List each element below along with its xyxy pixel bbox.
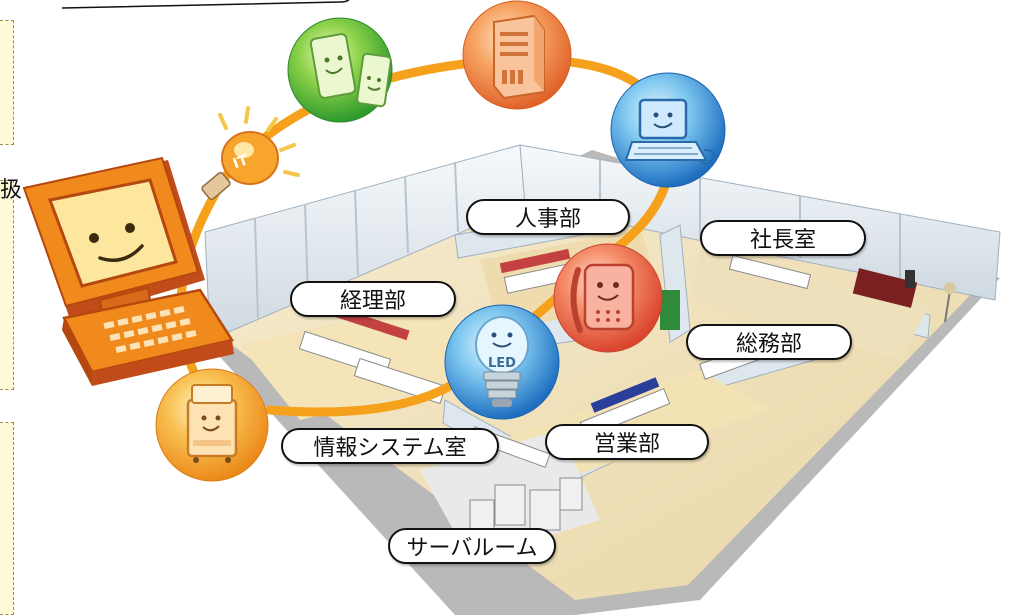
speech-bubble-edge (61, 0, 350, 9)
label-somu: 総務部 (686, 324, 852, 360)
office-floor (200, 144, 1001, 615)
svg-text:LED: LED (488, 356, 516, 371)
smiling-computer-icon (22, 156, 235, 386)
led-bulb-icon: LED (444, 304, 560, 420)
keyboard-keys (103, 306, 197, 353)
server-tower-icon (462, 0, 572, 110)
side-panel-partial-text: 扱 (0, 178, 23, 203)
copier-icon (155, 368, 269, 482)
lightbulb-icon: IT (201, 106, 300, 201)
label-jinji: 人事部 (466, 199, 630, 235)
tablet-smartphone-icon (287, 17, 393, 123)
laptop-icon (610, 72, 726, 188)
label-shacho: 社長室 (700, 220, 866, 256)
label-keiri: 経理部 (290, 281, 456, 317)
side-panel-top (0, 20, 14, 145)
label-eigyo: 営業部 (545, 424, 709, 460)
label-joho: 情報システム室 (281, 428, 499, 464)
svg-text:IT: IT (231, 152, 251, 172)
telephone-icon (553, 243, 663, 353)
server-racks (469, 477, 583, 535)
side-panel-middle (0, 180, 14, 390)
label-server: サーバルーム (388, 528, 556, 564)
president-room-furniture (905, 270, 956, 323)
